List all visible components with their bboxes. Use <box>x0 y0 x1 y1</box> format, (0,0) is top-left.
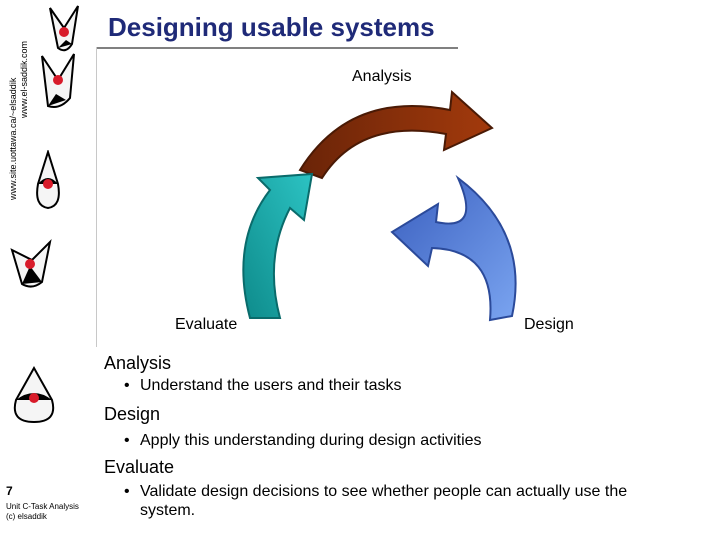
list-item: • Validate design decisions to see wheth… <box>124 482 684 520</box>
sidebar: www.site.uottawa.ca/~elsaddik www.el-sad… <box>0 0 96 540</box>
cycle-label-analysis: Analysis <box>352 68 412 85</box>
footer-note: Unit C-Task Analysis (c) elsaddik <box>6 502 79 522</box>
list-item: • Apply this understanding during design… <box>124 431 704 450</box>
cycle-label-design: Design <box>524 316 574 333</box>
title-underline <box>96 47 458 49</box>
bullet-icon: • <box>124 432 130 449</box>
cycle-label-evaluate: Evaluate <box>175 316 238 333</box>
mascot-figure-icon <box>49 5 79 52</box>
page-title: Designing usable systems <box>108 12 435 42</box>
content-list: Analysis • Understand the users and thei… <box>104 352 704 520</box>
section-evaluate: Evaluate • Validate design decisions to … <box>104 456 704 520</box>
list-item: • Understand the users and their tasks <box>124 376 704 395</box>
section-analysis: Analysis • Understand the users and thei… <box>104 352 704 395</box>
sidebar-url-1: www.site.uottawa.ca/~elsaddik <box>8 77 18 200</box>
mascot-figure-icon <box>10 238 52 288</box>
section-design: Design • Apply this understanding during… <box>104 403 704 450</box>
bullet-icon: • <box>124 377 130 394</box>
list-item-text: Apply this understanding during design a… <box>140 432 482 449</box>
list-item-text: Validate design decisions to see whether… <box>140 483 628 519</box>
mascot-figure-icon <box>36 150 60 210</box>
sidebar-url-2: www.el-saddik.com <box>19 40 29 118</box>
section-heading: Design <box>104 404 161 424</box>
evaluate-arrow <box>242 172 314 319</box>
section-heading: Analysis <box>104 353 172 373</box>
analysis-arrow <box>298 89 494 180</box>
cycle-diagram <box>242 89 517 322</box>
bullet-icon: • <box>124 483 130 500</box>
footer-line-2: (c) elsaddik <box>6 512 47 521</box>
footer-line-1: Unit C-Task Analysis <box>6 502 79 511</box>
page-number: 7 <box>6 484 13 498</box>
mascot-figure-icon <box>13 365 55 424</box>
design-arrow <box>390 174 517 322</box>
list-item-text: Understand the users and their tasks <box>140 377 402 394</box>
section-heading: Evaluate <box>104 457 175 477</box>
left-rule <box>96 47 97 347</box>
mascot-figure-icon <box>41 53 75 108</box>
